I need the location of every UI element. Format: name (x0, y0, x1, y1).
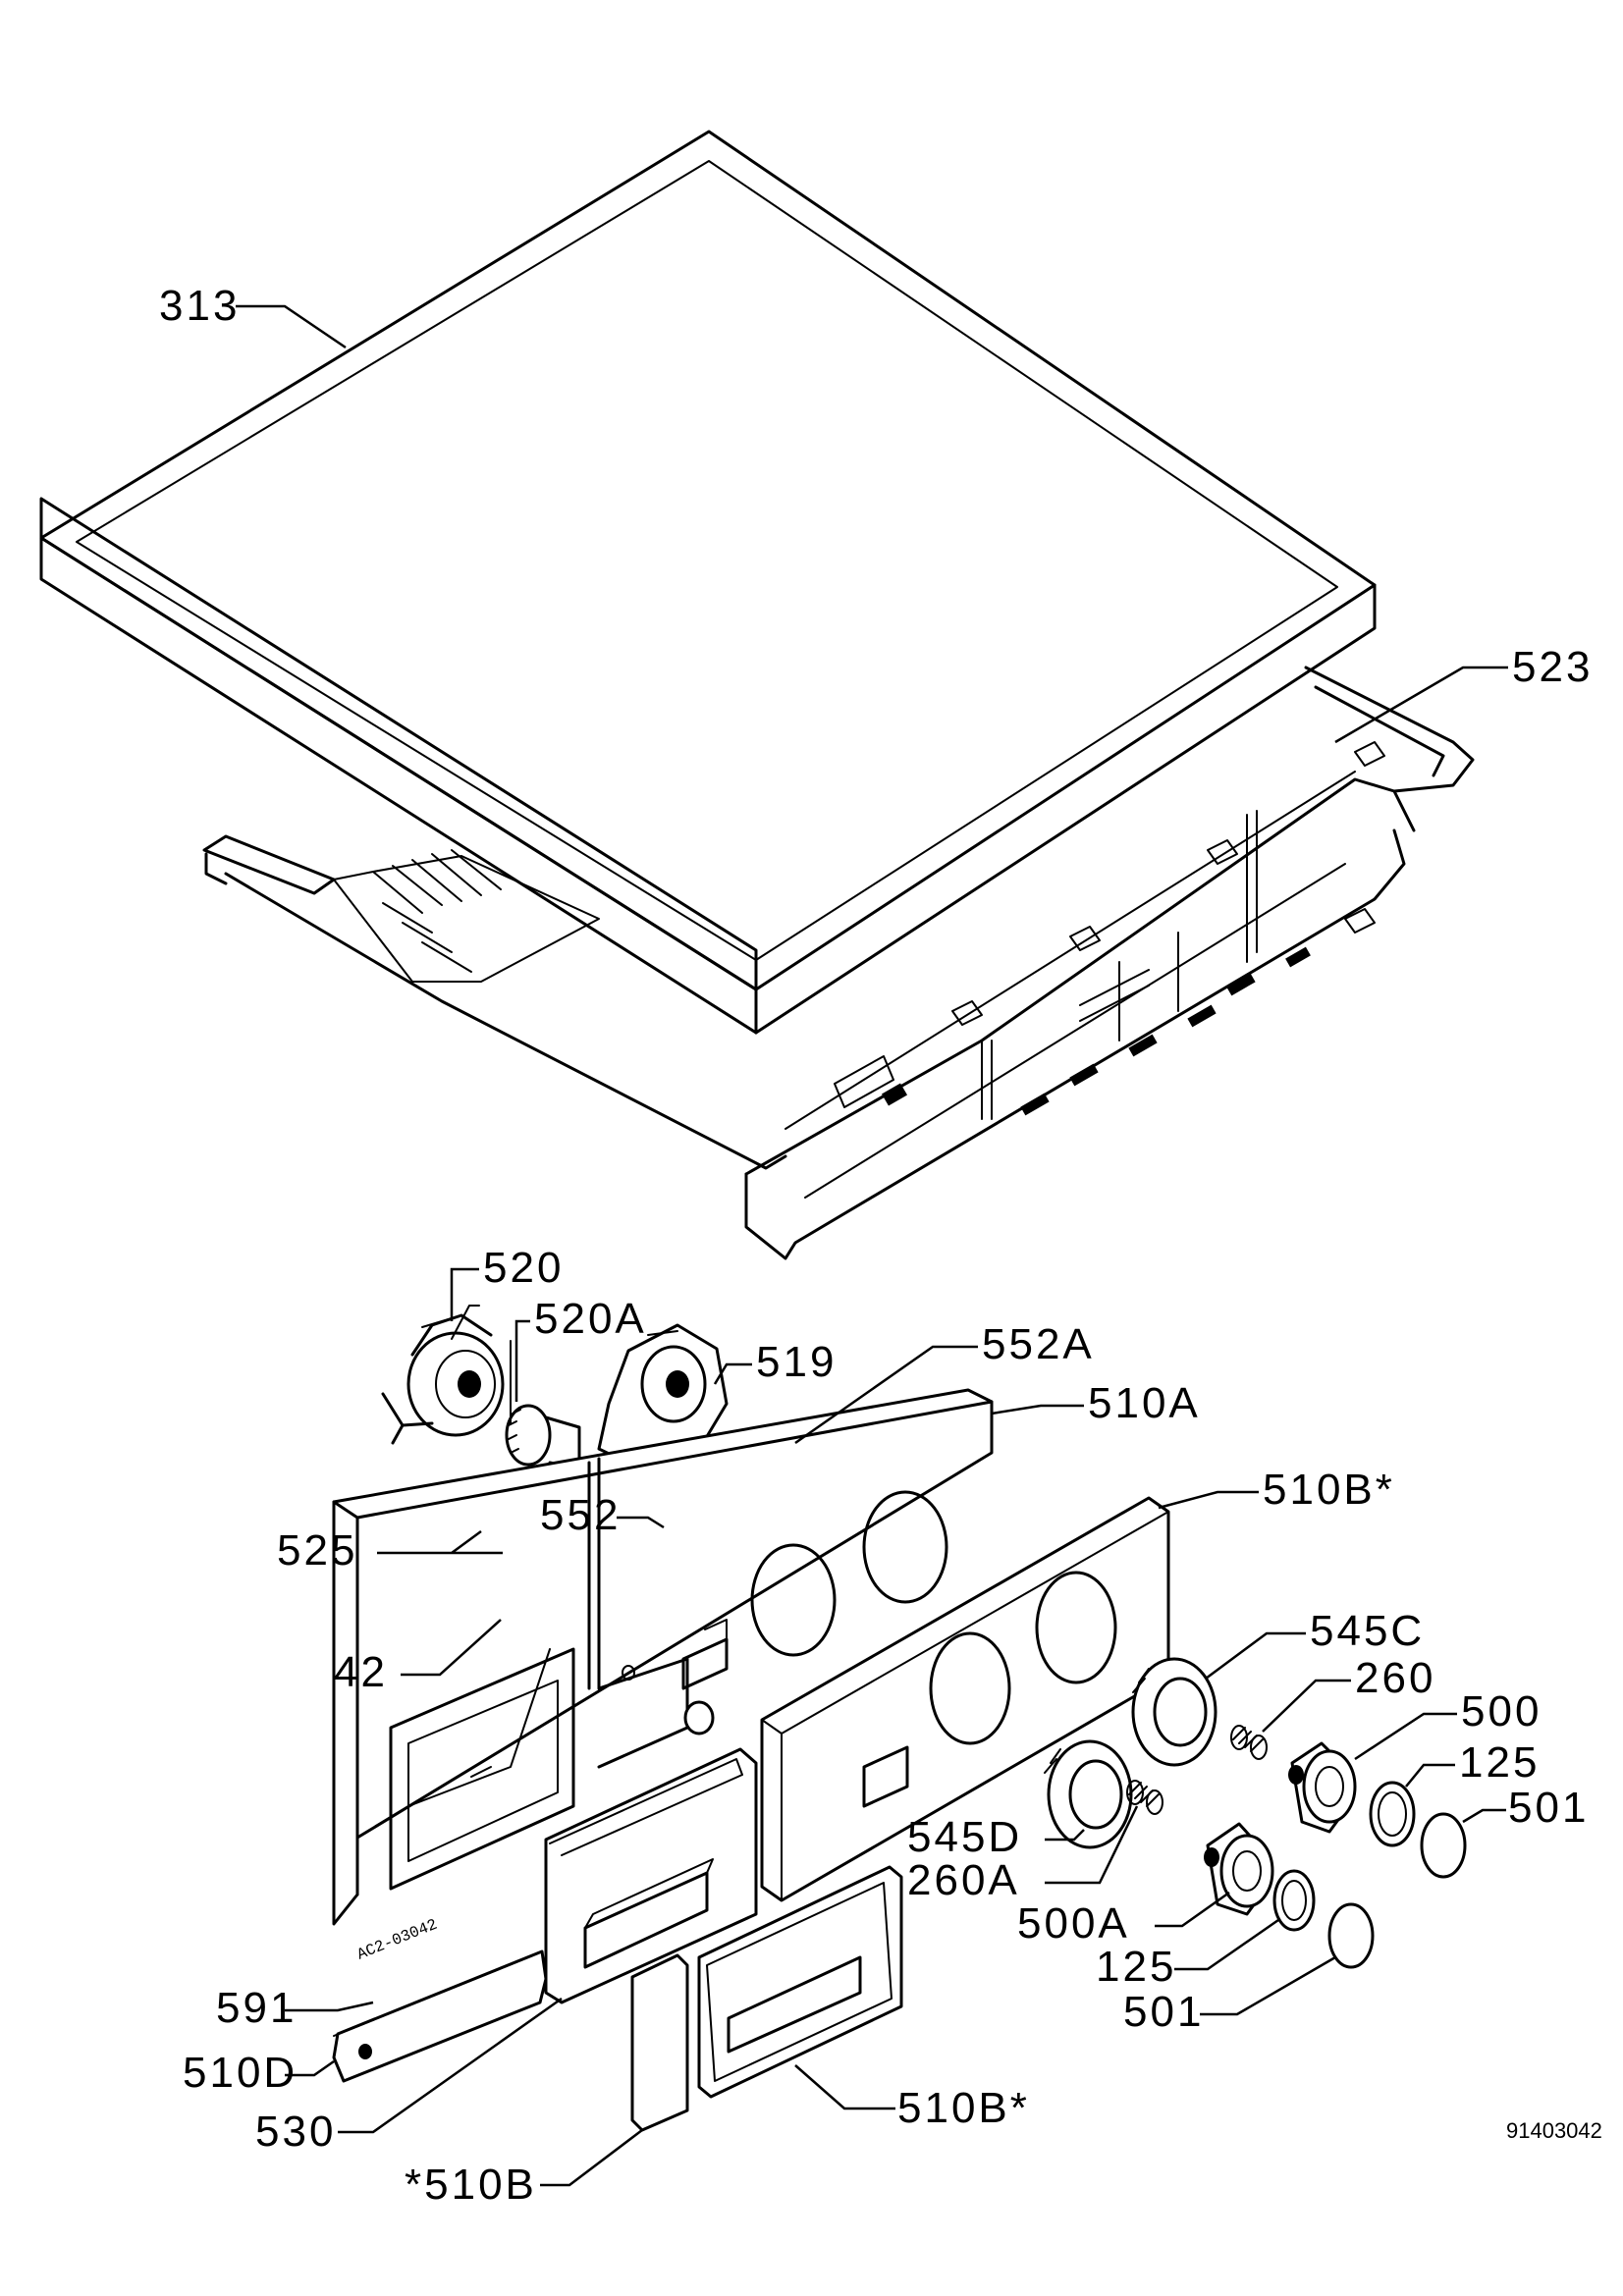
callout-510D: 510D (183, 2049, 298, 2097)
leader-lines (236, 304, 1508, 2187)
part-523-frame (202, 666, 1475, 1260)
callout-500A: 500A (1017, 1899, 1130, 1948)
callout-552: 552 (540, 1491, 621, 1539)
part-545D-bezel (1044, 1739, 1133, 1849)
callout-313: 313 (159, 282, 240, 330)
panel-marking: AC2-03042 (354, 1916, 440, 1964)
callout-260A: 260A (907, 1856, 1020, 1904)
callout-520A: 520A (534, 1295, 647, 1343)
callout-545C: 545C (1310, 1607, 1425, 1655)
part-501-cap-upper (1420, 1812, 1467, 1879)
callout-510B-bottom-right: 510B* (897, 2084, 1030, 2132)
callout-125-upper: 125 (1459, 1738, 1540, 1787)
part-313-top-cover (39, 130, 1377, 1035)
callout-510B-bottom-left: *510B (405, 2161, 537, 2209)
callout-591: 591 (216, 1984, 297, 2032)
part-510B-narrow-strip (630, 1953, 689, 2132)
part-545C-bezel (1131, 1657, 1217, 1767)
part-520-switch (381, 1305, 505, 1445)
part-125-ring-upper (1369, 1781, 1416, 1847)
callout-520: 520 (483, 1244, 564, 1292)
callout-530: 530 (255, 2108, 336, 2156)
callout-510A: 510A (1088, 1379, 1201, 1427)
part-591-510D-label-strip (332, 1949, 548, 2083)
callout-523: 523 (1512, 643, 1593, 691)
part-260A-spring (1126, 1780, 1163, 1815)
callout-510B-top: 510B* (1263, 1466, 1395, 1514)
callout-519: 519 (756, 1338, 837, 1386)
callout-545D: 545D (907, 1813, 1022, 1861)
part-510B-panel-upper (760, 1496, 1170, 1902)
part-501-cap-lower (1327, 1902, 1375, 1969)
part-520A-rotary-switch (505, 1340, 581, 1486)
part-125-ring-lower (1272, 1869, 1316, 1932)
part-500-knob (1288, 1741, 1357, 1834)
part-530-display-panel (544, 1747, 758, 2004)
part-500A-knob (1204, 1822, 1274, 1916)
callout-260: 260 (1355, 1654, 1435, 1702)
part-510B-panel-lower (697, 1865, 903, 2099)
drawing-number: 91403042 (1506, 2118, 1602, 2143)
callout-42: 42 (334, 1648, 388, 1696)
part-260-spring (1230, 1725, 1268, 1760)
callout-525: 525 (277, 1526, 357, 1575)
callout-125-lower: 125 (1096, 1943, 1176, 1991)
callout-501-upper: 501 (1508, 1784, 1589, 1832)
callout-500: 500 (1461, 1687, 1542, 1735)
callout-552A: 552A (982, 1320, 1095, 1368)
callout-501-lower: 501 (1123, 1988, 1204, 2036)
callout-labels: 313 523 520 520A 519 552A 510A 510B* 552… (159, 282, 1602, 2209)
